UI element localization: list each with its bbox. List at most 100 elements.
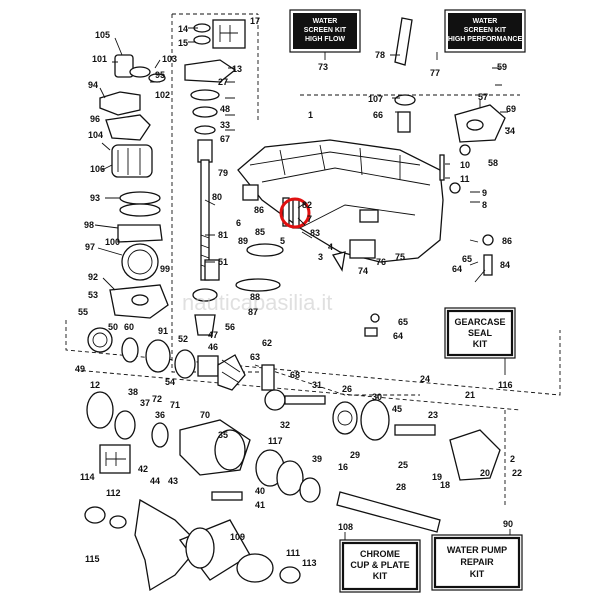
chrome-cup-kit-line2: CUP & PLATE (350, 560, 409, 570)
gearcase-seal-kit-number: 116 (498, 380, 513, 390)
part-label: 86 (254, 205, 264, 215)
part-label: 31 (312, 380, 322, 390)
part-label: 107 (368, 94, 383, 104)
water-pump-kit-line2: REPAIR (460, 557, 494, 567)
chrome-cup-kit-line1: CHROME (360, 549, 400, 559)
part-label: 52 (178, 334, 188, 344)
part-label: 38 (128, 387, 138, 397)
part-label: 25 (398, 460, 408, 470)
part-label: 7 (307, 214, 312, 224)
part-label: 21 (465, 390, 475, 400)
water-screen-kit-hp-line3: HIGH PERFORMANCE (448, 36, 523, 43)
part-label: 51 (218, 257, 228, 267)
part-label: 17 (250, 16, 260, 26)
part-label: 53 (88, 290, 98, 300)
part-label: 91 (158, 326, 168, 336)
part-labels: 14 15 17 105 101 103 94 95 13 27 78 59 9… (75, 16, 522, 568)
part-label: 12 (90, 380, 100, 390)
part-label: 8 (482, 200, 487, 210)
part-label: 88 (250, 292, 260, 302)
part-label: 112 (106, 488, 121, 498)
part-label: 27 (218, 77, 228, 87)
part-label: 42 (138, 464, 148, 474)
part-label: 15 (178, 38, 188, 48)
part-label: 84 (500, 260, 510, 270)
part-label: 30 (372, 392, 382, 402)
part-label: 48 (220, 104, 230, 114)
part-label: 89 (238, 236, 248, 246)
part-label: 66 (373, 110, 383, 120)
part-label: 80 (212, 192, 222, 202)
chrome-cup-kit-line3: KIT (373, 571, 388, 581)
part-label: 64 (452, 264, 462, 274)
part-label: 40 (255, 486, 265, 496)
part-label: 106 (90, 164, 105, 174)
part-label: 33 (220, 120, 230, 130)
gearcase-housing (237, 139, 444, 263)
part-label: 45 (392, 404, 402, 414)
part-label: 23 (428, 410, 438, 420)
part-label: 98 (84, 220, 94, 230)
part-label: 99 (160, 264, 170, 274)
part-label: 65 (398, 317, 408, 327)
kit-glyph-icon (99, 444, 131, 474)
part-label: 96 (90, 114, 100, 124)
leader-lines (94, 27, 510, 291)
water-pump-kit-box: WATER PUMP REPAIR KIT 90 (431, 519, 523, 591)
part-label: 19 (432, 472, 442, 482)
part-label: 86 (502, 236, 512, 246)
part-label: 70 (200, 410, 210, 420)
part-label: 28 (396, 482, 406, 492)
water-screen-kit-hp-box: WATER SCREEN KIT HIGH PERFORMANCE 77 (430, 9, 526, 78)
part-label: 18 (440, 480, 450, 490)
part-label: 114 (80, 472, 95, 482)
part-label: 100 (105, 237, 120, 247)
part-label: 82 (302, 200, 312, 210)
part-label: 83 (310, 228, 320, 238)
part-label: 44 (150, 476, 160, 486)
water-screen-kit-line2: SCREEN KIT (304, 27, 347, 34)
part-label: 76 (376, 257, 386, 267)
part-label: 37 (140, 398, 150, 408)
part-label: 1 (308, 110, 313, 120)
part-label: 32 (280, 420, 290, 430)
part-label: 65 (462, 254, 472, 264)
part-label: 11 (460, 174, 470, 184)
part-label: 36 (155, 410, 165, 420)
part-label: 34 (505, 126, 515, 136)
part-label: 87 (248, 307, 258, 317)
part-label: 71 (170, 400, 180, 410)
water-pump-kit-line1: WATER PUMP (447, 545, 507, 555)
part-label: 78 (375, 50, 385, 60)
part-label: 46 (208, 342, 218, 352)
shift-hardware (204, 184, 380, 337)
part-label: 24 (420, 374, 430, 384)
part-label: 74 (358, 266, 368, 276)
part-label: 4 (328, 242, 333, 252)
water-pump-assembly (99, 54, 169, 319)
part-label: 43 (168, 476, 178, 486)
part-label: 3 (318, 252, 323, 262)
part-label: 104 (88, 130, 103, 140)
part-label: 22 (512, 468, 522, 478)
water-screen-kit-box: WATER SCREEN KIT HIGH FLOW 73 (289, 9, 361, 72)
part-label: 54 (165, 377, 175, 387)
part-label: 105 (95, 30, 110, 40)
water-screen-kit-line1: WATER (313, 18, 338, 25)
part-label: 101 (92, 54, 107, 64)
part-label: 5 (280, 236, 285, 246)
water-pump-kit-line3: KIT (470, 569, 485, 579)
part-label: 63 (250, 352, 260, 362)
part-label: 79 (218, 168, 228, 178)
part-label: 103 (162, 54, 177, 64)
part-label: 41 (255, 500, 265, 510)
part-label: 113 (302, 558, 317, 568)
part-label: 58 (488, 158, 498, 168)
gearcase-seal-kit-line3: KIT (473, 339, 488, 349)
part-label: 81 (218, 230, 228, 240)
water-pump-kit-number: 90 (503, 519, 513, 529)
part-label: 111 (286, 548, 300, 558)
highlight-circle (279, 197, 311, 229)
part-label: 29 (350, 450, 360, 460)
water-screen-kit-hp-line1: WATER (473, 18, 498, 25)
